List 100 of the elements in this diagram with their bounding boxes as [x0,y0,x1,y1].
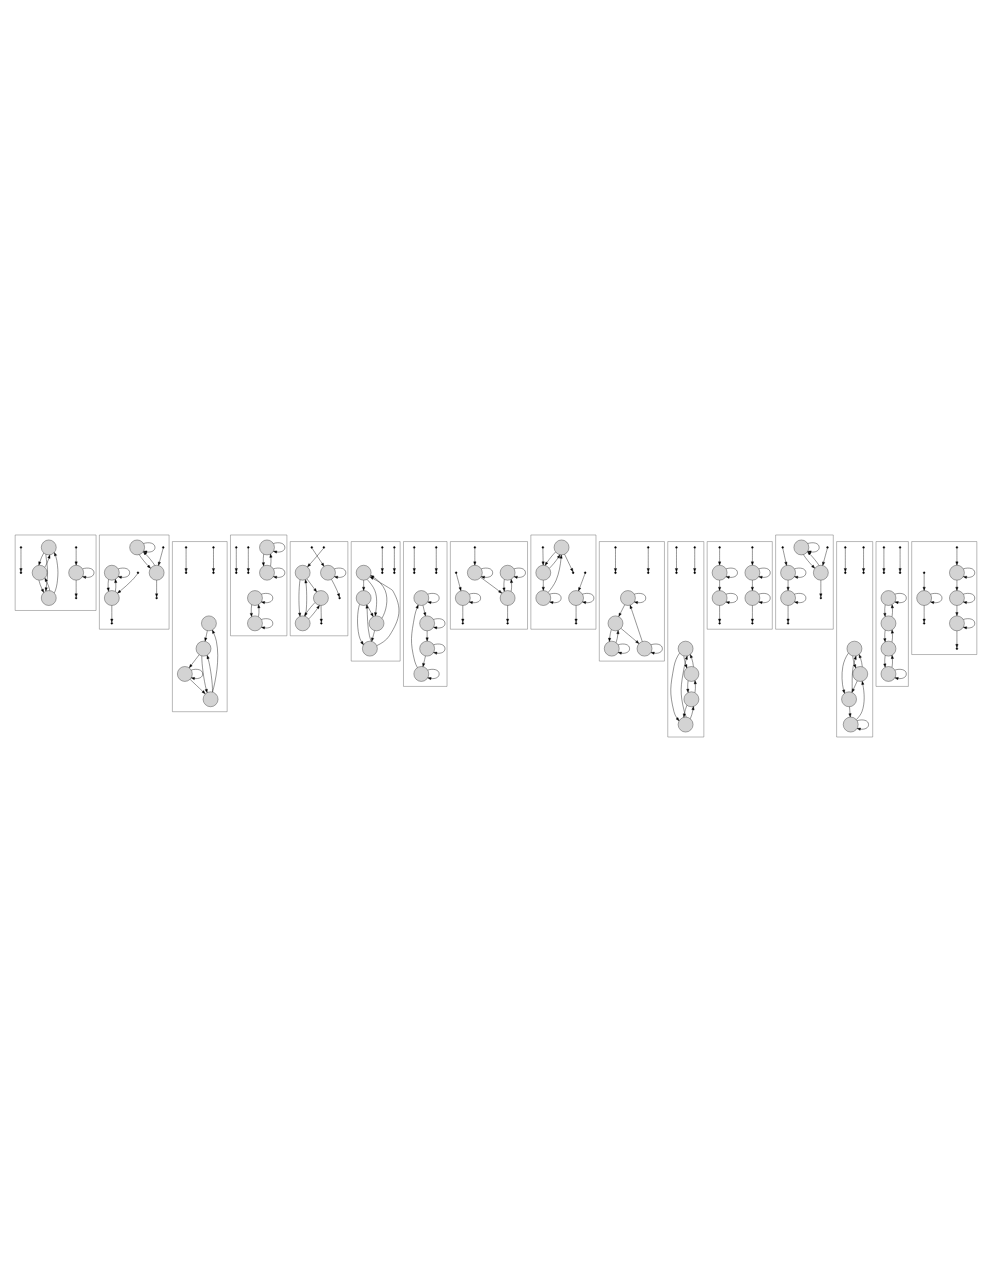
node-dot [393,546,396,549]
cluster [836,541,873,738]
node-dot [338,596,341,600]
arrow [686,680,690,693]
arrow [44,554,51,568]
arrow [564,554,574,573]
arrow [473,548,477,566]
arrow [422,655,426,667]
node-circle [201,615,217,631]
arrow [334,567,347,579]
arrow [506,605,509,623]
node-dot [381,546,384,549]
cluster [172,541,228,712]
arrow [852,655,856,669]
arrow [646,548,650,573]
node-circle [607,615,624,631]
node-circle [413,590,429,606]
node-dot [584,571,587,574]
node-circle [780,565,796,581]
arrow [883,604,887,617]
arrow [782,548,788,566]
arrow [331,579,340,598]
arrow [891,629,894,643]
node-dot [473,546,476,549]
node-dot [675,571,678,574]
arrow [963,567,975,579]
arrow [574,605,578,623]
node-circle [620,590,636,606]
arrow [751,605,754,623]
node-dot [185,571,188,574]
arrow [44,578,51,591]
arrow [38,552,44,566]
cluster [99,534,170,630]
node-circle [247,615,263,631]
arrow [369,576,400,646]
arrow [848,706,852,718]
arrow [680,655,688,718]
node-dot [413,571,416,574]
arrow [138,554,151,569]
arrow [74,580,78,598]
node-dot [693,571,696,574]
arrow [306,578,317,593]
node-dot [862,571,865,574]
arrow [427,593,440,604]
arrow [480,577,503,594]
node-dot [393,571,396,574]
node-dot [718,546,721,549]
arrow [366,579,378,617]
node-circle [413,666,429,682]
node-dot [574,622,578,625]
arrow [803,554,815,569]
arrow [155,580,158,598]
node-dot [572,571,575,574]
node-dot [614,546,617,549]
cluster [775,534,834,630]
arrow [234,548,238,573]
node-dot [247,546,250,549]
node-circle [295,615,311,631]
arrow [425,630,429,642]
arrow [257,604,261,617]
arrow [922,573,926,591]
arrow [412,548,416,573]
node-circle [356,590,372,606]
arrow [212,629,218,693]
node-circle [880,615,897,631]
arrow [856,681,865,720]
arrow [843,548,847,573]
arrow [304,602,316,617]
arrow [894,669,907,680]
node-dot [506,622,509,625]
node-dot [19,571,23,574]
arrow [82,567,95,579]
arrow [469,593,481,604]
arrow [690,654,694,667]
node-dot [235,571,238,574]
node-dot [819,596,822,600]
arrow [758,567,771,579]
node-circle [195,641,212,657]
node-dot [955,647,959,650]
arrow [955,548,959,566]
node-dot [955,546,959,549]
arrow [891,604,894,617]
arrow [955,605,959,616]
node-dot [844,546,847,549]
arrow [786,580,790,591]
node-dot [461,622,464,625]
node-dot [435,546,438,549]
arrow [617,643,630,655]
arrow [690,706,695,719]
node-dot [882,571,885,574]
arrow [143,542,156,554]
arrow [502,579,506,592]
arrow [718,548,721,566]
node-dot [413,546,416,549]
arrow [304,579,308,617]
arrow [371,630,375,642]
arrow [380,548,384,573]
arrow [694,680,697,693]
arrow [118,567,130,579]
node-dot [185,546,188,549]
